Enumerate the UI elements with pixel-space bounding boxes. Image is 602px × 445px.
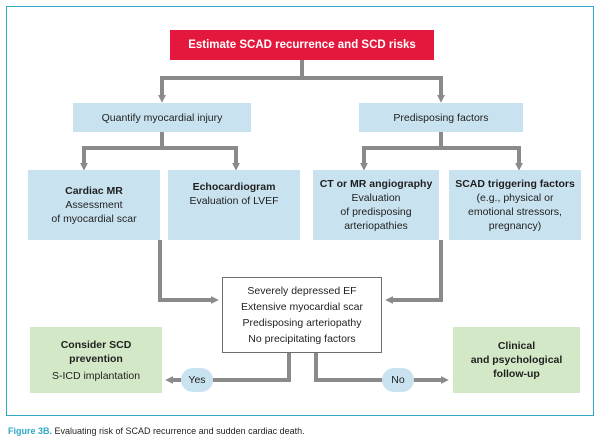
echocardiogram-title: Echocardiogram: [192, 181, 276, 193]
ct-mr-angiography-box: CT or MR angiography Evaluation of predi…: [313, 170, 439, 240]
cardiac-mr-title: Cardiac MR: [65, 185, 123, 197]
yes-label: Yes: [181, 368, 213, 392]
criterion-myocardial-scar: Extensive myocardial scar: [241, 301, 363, 313]
s-icd-implantation-label: S-ICD implantation: [51, 369, 141, 382]
cardiac-mr-line-2: of myocardial scar: [51, 213, 137, 225]
ct-mr-angiography-title: CT or MR angiography: [319, 178, 433, 190]
scad-triggering-factors-line-3: pregnancy): [488, 220, 542, 232]
criterion-no-precipitating: No precipitating factors: [248, 333, 356, 345]
scad-triggering-factors-box: SCAD triggering factors (e.g., physical …: [449, 170, 581, 240]
no-label: No: [382, 368, 414, 392]
estimate-risks-title: Estimate SCAD recurrence and SCD risks: [188, 39, 416, 51]
arrow-center-to-followup: [314, 353, 449, 384]
follow-up-title-line-1: Clinical: [497, 340, 536, 352]
scad-triggering-factors-title: SCAD triggering factors: [455, 178, 575, 190]
consider-scd-title-line-2: prevention: [69, 352, 123, 365]
ct-mr-angiography-line-3: arteriopathies: [344, 220, 408, 232]
scad-triggering-factors-line-2: emotional stressors,: [468, 206, 562, 218]
quantify-injury-box: Quantify myocardial injury: [73, 103, 251, 132]
arrow-top-to-predisposing: [302, 76, 445, 103]
figure-caption: Figure 3B. Evaluating risk of SCAD recur…: [8, 426, 305, 436]
ct-mr-angiography-line-1: Evaluation: [351, 192, 401, 204]
risk-criteria-box: Severely depressed EF Extensive myocardi…: [222, 277, 382, 353]
arrow-injury-to-echo: [162, 146, 240, 171]
cardiac-mr-line-1: Assessment: [65, 199, 123, 211]
predisposing-factors-box: Predisposing factors: [359, 103, 523, 132]
criterion-arteriopathy: Predisposing arteriopathy: [242, 317, 362, 329]
echocardiogram-box: Echocardiogram Evaluation of LVEF: [168, 170, 300, 240]
scad-triggering-factors-line-1: (e.g., physical or: [476, 192, 554, 204]
arrow-predisposing-to-ct: [360, 132, 443, 171]
quantify-injury-label: Quantify myocardial injury: [101, 111, 223, 124]
predisposing-factors-label: Predisposing factors: [393, 111, 489, 124]
yes-text: Yes: [188, 374, 206, 386]
arrow-predisposing-to-triggers: [441, 146, 523, 171]
follow-up-title-line-2: and psychological: [470, 354, 563, 366]
arrow-injury-to-cardiac-mr: [80, 132, 164, 171]
cardiac-mr-box: Cardiac MR Assessment of myocardial scar: [28, 170, 160, 240]
arrow-top-to-injury: [158, 60, 304, 103]
echocardiogram-line-1: Evaluation of LVEF: [189, 195, 279, 207]
estimate-risks-box: Estimate SCAD recurrence and SCD risks: [170, 30, 434, 60]
no-text: No: [391, 374, 405, 386]
arrow-ct-triggers-to-center: [385, 240, 443, 304]
consider-scd-title-line-1: Consider SCD: [60, 338, 132, 351]
clinical-follow-up-box: Clinical and psychological follow-up: [453, 327, 580, 393]
figure-caption-text: Evaluating risk of SCAD recurrence and s…: [52, 426, 305, 436]
ct-mr-angiography-line-2: of predisposing: [340, 206, 412, 218]
arrow-mr-echo-to-center: [158, 240, 219, 304]
criterion-depressed-ef: Severely depressed EF: [247, 285, 357, 297]
consider-scd-prevention-box: Consider SCD prevention S-ICD implantati…: [30, 327, 162, 393]
follow-up-title-line-3: follow-up: [493, 368, 540, 380]
figure-number: Figure 3B.: [8, 426, 53, 436]
